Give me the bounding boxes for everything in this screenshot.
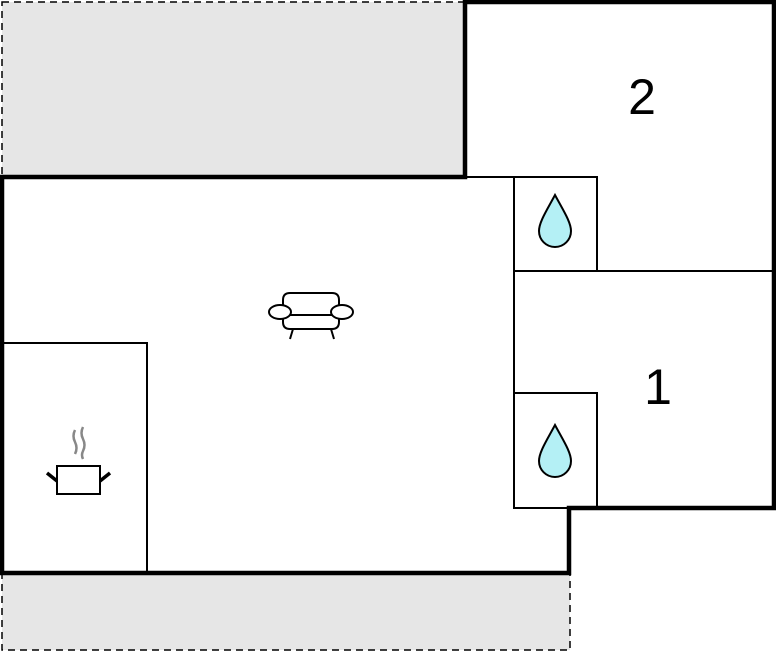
exterior-walls xyxy=(0,0,776,576)
terrace-bottom xyxy=(1,572,571,651)
water-drop-icon xyxy=(537,422,573,478)
water-drop-icon xyxy=(537,192,573,248)
house-interior xyxy=(2,2,774,573)
room-label-2: 2 xyxy=(628,69,656,125)
interior-walls xyxy=(2,176,774,573)
room-label-1: 1 xyxy=(644,359,672,415)
terrace-top xyxy=(1,1,466,178)
sofa-icon xyxy=(268,292,354,340)
cooking-pot-icon xyxy=(45,426,112,495)
